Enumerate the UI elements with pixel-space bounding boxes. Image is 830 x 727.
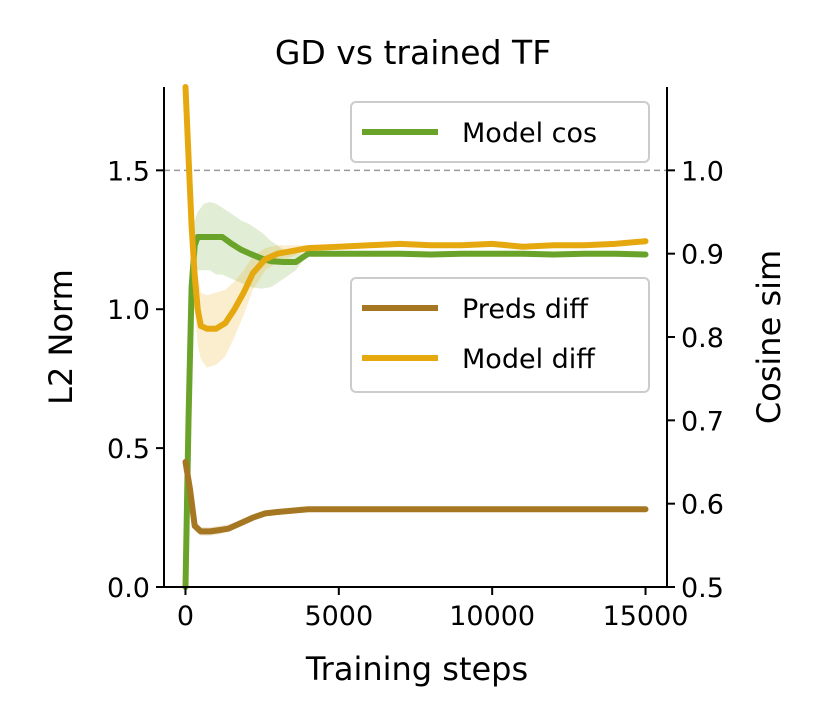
y-right-ticks: 0.5 0.6 0.7 0.8 0.9 1.0	[667, 156, 724, 604]
legend-top: Model cos	[350, 101, 650, 163]
y-right-tick-label: 0.8	[681, 323, 724, 354]
y-left-tick-label: 1.0	[107, 295, 150, 326]
legend-middle: Preds diff Model diff	[350, 277, 650, 393]
y-right-tick-label: 1.0	[681, 156, 724, 187]
legend-top-box	[350, 101, 650, 163]
y-left-tick-label: 1.5	[107, 156, 150, 187]
x-tick-label: 0	[177, 601, 194, 632]
legend-label-preds-diff: Preds diff	[462, 294, 589, 325]
y-left-tick-label: 0.5	[107, 434, 150, 465]
line-model-diff	[182, 84, 649, 332]
x-axis-label: Training steps	[305, 650, 528, 688]
y-right-axis-label: Cosine sim	[750, 250, 788, 424]
y-left-ticks: 0.0 0.5 1.0 1.5	[107, 156, 164, 604]
line-preds-diff	[182, 459, 649, 535]
x-tick-label: 15000	[603, 601, 689, 632]
y-right-tick-label: 0.9	[681, 240, 724, 271]
x-tick-label: 10000	[449, 601, 535, 632]
series-lines	[182, 84, 649, 590]
line-model-cos	[182, 234, 649, 590]
y-right-tick-label: 0.5	[681, 573, 724, 604]
y-left-tick-label: 0.0	[107, 573, 150, 604]
y-right-tick-label: 0.6	[681, 490, 724, 521]
band-preds-diff	[185, 462, 646, 536]
legend-label-model-cos: Model cos	[462, 118, 597, 149]
x-ticks: 0 5000 10000 15000	[177, 587, 689, 632]
band-model-diff	[185, 87, 646, 368]
legend-label-model-diff: Model diff	[462, 344, 596, 375]
chart-title: GD vs trained TF	[275, 33, 551, 72]
x-tick-label: 5000	[304, 601, 373, 632]
y-right-tick-label: 0.7	[681, 406, 724, 437]
y-left-axis-label: L2 Norm	[42, 269, 80, 405]
